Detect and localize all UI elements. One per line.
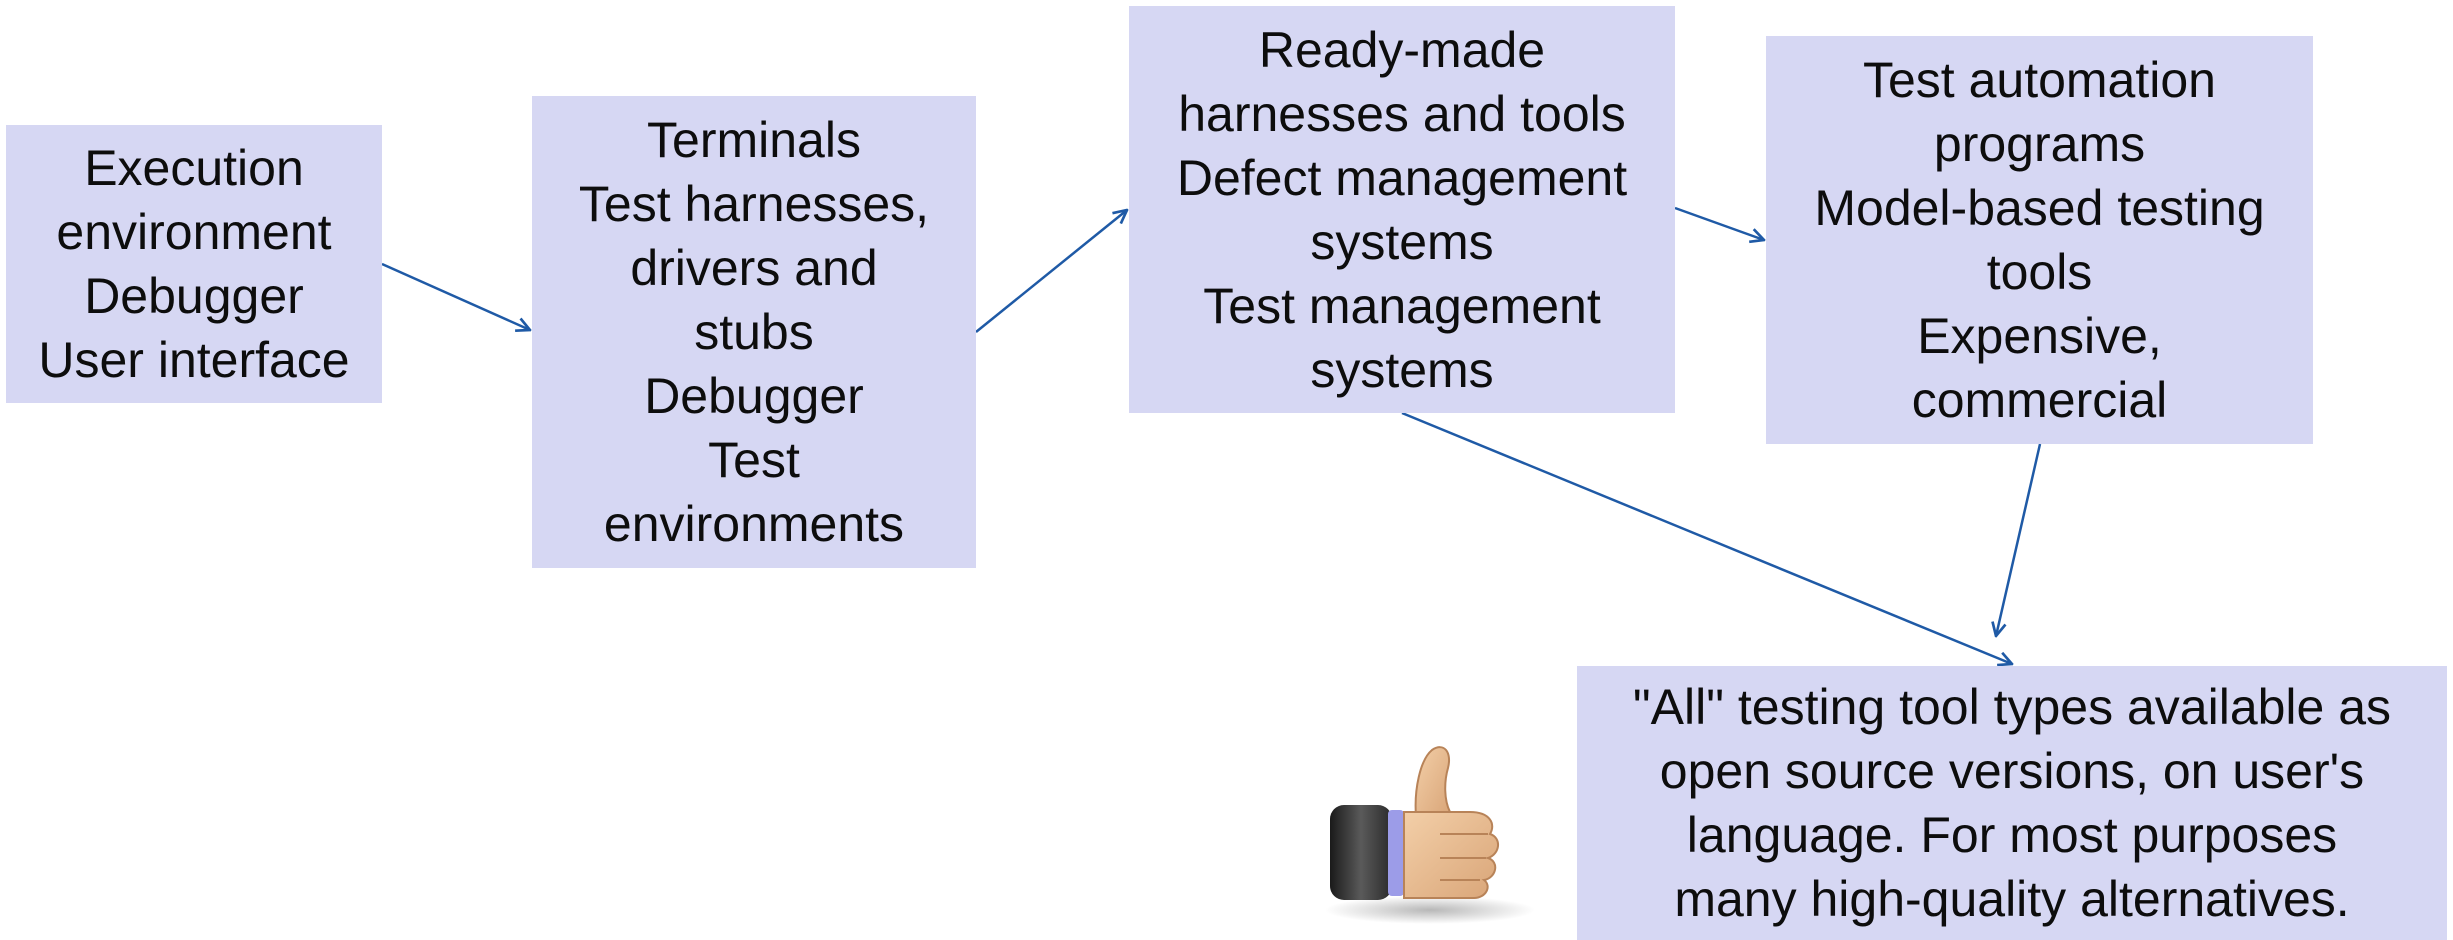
- box-line: Debugger: [84, 268, 304, 324]
- box-line: drivers and: [630, 240, 878, 296]
- box-line: language. For most purposes: [1686, 807, 2338, 863]
- box-line: Test harnesses,: [578, 176, 930, 232]
- box-line: Ready-made: [1258, 21, 1546, 78]
- box-line: stubs: [694, 304, 814, 360]
- thumbs-up-icon: [1325, 746, 1535, 924]
- box-line: open source versions, on user's: [1659, 743, 2365, 799]
- arrow-readymade-to-opensource: [1401, 411, 2012, 664]
- ready-made-tools-box: Ready-made harnesses and tools Defect ma…: [1129, 6, 1675, 413]
- box-line: Execution: [84, 140, 304, 196]
- box-line: systems: [1310, 341, 1494, 398]
- box-line: Defect management: [1176, 149, 1628, 206]
- box-line: Test: [708, 432, 800, 488]
- box-line: Model-based testing: [1814, 180, 2265, 236]
- box-line: Test automation: [1863, 52, 2216, 108]
- box-line: harnesses and tools: [1178, 85, 1626, 142]
- arrow-automation-to-opensource: [1996, 443, 2042, 636]
- box-line: commercial: [1911, 372, 2168, 428]
- box-line: Expensive,: [1917, 308, 2162, 364]
- box-line: environments: [603, 496, 905, 552]
- box-line: "All" testing tool types available as: [1632, 679, 2392, 735]
- box-line: environment: [56, 204, 332, 260]
- arrow-execution-to-terminals: [381, 262, 530, 330]
- box-line: many high-quality alternatives.: [1674, 871, 2350, 927]
- execution-environment-box: Execution environment Debugger User inte…: [6, 125, 382, 403]
- box-line: programs: [1933, 116, 2146, 172]
- box-line: Test management: [1203, 277, 1601, 334]
- box-line: tools: [1986, 244, 2093, 300]
- arrow-terminals-to-readymade: [975, 210, 1127, 333]
- open-source-box: "All" testing tool types available as op…: [1577, 666, 2447, 940]
- box-line: systems: [1310, 213, 1494, 270]
- arrow-readymade-to-automation: [1674, 206, 1764, 240]
- box-line: User interface: [38, 332, 350, 388]
- test-automation-box: Test automation programs Model-based tes…: [1766, 36, 2313, 444]
- terminals-box: Terminals Test harnesses, drivers and st…: [532, 96, 976, 568]
- box-line: Terminals: [647, 112, 861, 168]
- box-line: Debugger: [644, 368, 864, 424]
